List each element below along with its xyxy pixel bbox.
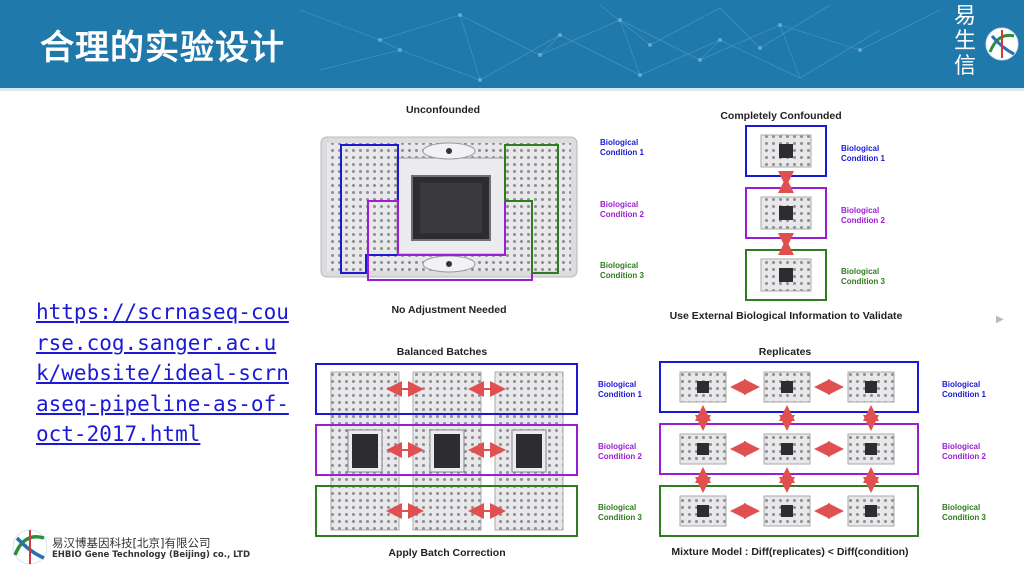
balanced-chips [315, 363, 578, 537]
company-logo-icon [12, 529, 48, 565]
confounded-chips [745, 125, 827, 301]
condition-3-label: Biological [841, 267, 879, 276]
condition-3-label: Condition 3 [841, 277, 886, 286]
header-divider [0, 88, 1024, 91]
logo-char: 信 [953, 54, 976, 79]
confounded-legend: Biological Condition 1 Biological Condit… [841, 144, 886, 286]
condition-2-label: Biological [600, 200, 638, 209]
condition-1-label: Condition 1 [841, 154, 886, 163]
slide-header: 合理的实验设计 易 生 信 [0, 0, 1024, 88]
condition-2-label: Biological [598, 442, 636, 451]
condition-3-label: Condition 3 [600, 271, 645, 280]
condition-2-label: Condition 2 [600, 210, 645, 219]
condition-2-label: Biological [841, 206, 879, 215]
condition-1-label: Condition 1 [942, 390, 987, 399]
panel-caption-unconfounded: No Adjustment Needed [391, 304, 506, 316]
condition-3-label: Biological [600, 261, 638, 270]
company-name-en: EHBIO Gene Technology (Beijing) co., LTD [52, 550, 251, 560]
unconfounded-condition-outlines [340, 144, 559, 281]
globe-logo-icon [985, 27, 1019, 61]
condition-1-label: Biological [600, 138, 638, 147]
condition-1-label: Biological [598, 380, 636, 389]
panel-title-unconfounded: Unconfounded [406, 104, 480, 116]
company-name-cn: 易汉博基因科技[北京]有限公司 [52, 536, 211, 550]
condition-1-label: Condition 1 [600, 148, 645, 157]
panel-caption-balanced: Apply Batch Correction [388, 547, 505, 559]
condition-1-label: Biological [942, 380, 980, 389]
replicates-chips [659, 361, 919, 537]
slide-title: 合理的实验设计 [40, 28, 285, 68]
replicates-legend: Biological Condition 1 Biological Condit… [942, 380, 987, 522]
logo-char: 生 [953, 29, 976, 54]
header-logo: 易 生 信 [946, 4, 1024, 84]
panel-caption-confounded: Use External Biological Information to V… [670, 310, 903, 322]
condition-3-label: Condition 3 [942, 513, 987, 522]
panel-title-replicates: Replicates [759, 346, 812, 358]
condition-1-label: Condition 1 [598, 390, 643, 399]
balanced-legend: Biological Condition 1 Biological Condit… [598, 380, 643, 522]
header-logo-text: 易 生 信 [952, 4, 978, 79]
condition-2-label: Condition 2 [598, 452, 643, 461]
condition-2-label: Condition 2 [841, 216, 886, 225]
unconfounded-legend: Biological Condition 1 Biological Condit… [600, 138, 645, 280]
condition-3-label: Biological [598, 503, 636, 512]
next-slide-icon[interactable]: ▶ [996, 314, 1004, 325]
logo-char: 易 [953, 4, 976, 29]
panel-title-confounded: Completely Confounded [720, 110, 841, 122]
panel-caption-replicates: Mixture Model : Diff(replicates) < Diff(… [671, 546, 908, 558]
network-background-icon [299, 4, 941, 82]
condition-3-label: Biological [942, 503, 980, 512]
condition-2-label: Biological [942, 442, 980, 451]
reference-link[interactable]: https://scrnaseq-course.cog.sanger.ac.uk… [36, 300, 289, 446]
condition-2-label: Condition 2 [942, 452, 987, 461]
condition-3-label: Condition 3 [598, 513, 643, 522]
condition-1-label: Biological [841, 144, 879, 153]
panel-title-balanced: Balanced Batches [397, 346, 488, 358]
